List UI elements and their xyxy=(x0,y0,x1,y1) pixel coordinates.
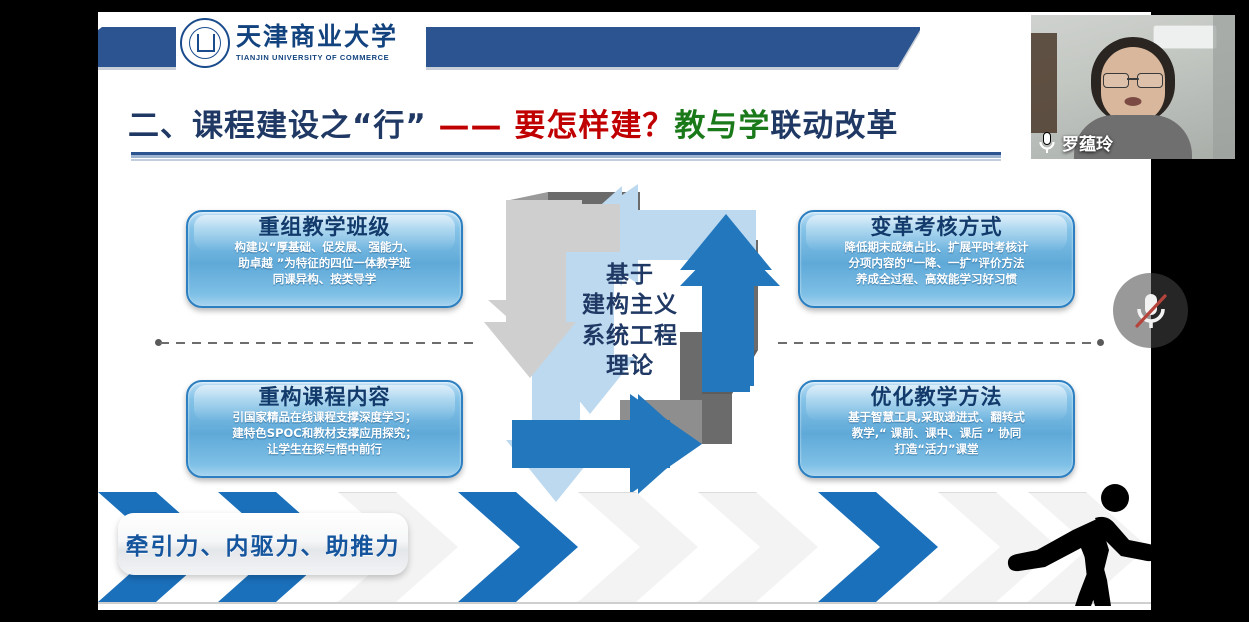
box-title: 重构课程内容 xyxy=(258,385,391,409)
torso xyxy=(1074,115,1192,159)
title-part-2: “行” xyxy=(352,108,427,144)
arrow-lightblue-left-head xyxy=(544,357,636,414)
connector-line-right xyxy=(778,342,1100,344)
university-logo: 天津商业大学 TIANJIN UNIVERSITY OF COMMERCE xyxy=(176,12,426,74)
box-body: 降低期末成绩占比、扩展平时考核计 分项内容的“一降、一扩”评价方法 养成全过程、… xyxy=(844,240,1029,286)
box-restructure-content: 重构课程内容 引国家精品在线课程支撑深度学习； 建特色SPOC和教材支撑应用探究… xyxy=(186,380,463,478)
participant-name: 罗蕴玲 xyxy=(1062,135,1113,155)
box-title: 重组教学班级 xyxy=(258,215,391,239)
running-person-icon xyxy=(1003,484,1151,609)
cycle-center-text: 基于 建构主义 系统工程 理论 xyxy=(470,260,790,381)
center-line-4: 理论 xyxy=(606,353,654,380)
mute-toggle-button[interactable] xyxy=(1113,273,1188,348)
connector-dot-right xyxy=(1097,339,1104,346)
microphone-muted-icon xyxy=(1134,293,1167,328)
box-title: 变革考核方式 xyxy=(870,215,1003,239)
center-line-2: 建构主义 xyxy=(582,292,678,319)
chevron-outline-3 xyxy=(698,492,818,602)
pill-label: 牵引力、内驱力、助推力 xyxy=(125,534,401,560)
box-optimize-methods: 优化教学方法 基于智慧工具,采取递进式、翻转式 教学,“ 课前、课中、课后 ” … xyxy=(798,380,1075,478)
glasses-icon xyxy=(1103,73,1163,88)
university-seal-icon xyxy=(180,18,230,68)
title-part-6: 联动改革 xyxy=(770,108,899,144)
cycle-diagram xyxy=(470,182,790,502)
participant-name-badge: 罗蕴玲 xyxy=(1037,130,1113,155)
video-bg-door xyxy=(1213,15,1235,159)
logo-english-name: TIANJIN UNIVERSITY OF COMMERCE xyxy=(236,52,390,62)
title-part-3: —— xyxy=(426,108,515,144)
bottom-banner: 牵引力、内驱力、助推力 xyxy=(98,492,1151,610)
banner-divider xyxy=(98,602,1151,604)
presentation-slide: 天津商业大学 TIANJIN UNIVERSITY OF COMMERCE 二、… xyxy=(98,12,1151,610)
logo-chinese-name: 天津商业大学 xyxy=(236,22,399,52)
center-line-3: 系统工程 xyxy=(582,322,678,349)
arrow-gray-head xyxy=(484,322,576,378)
box-reorganize-classes: 重组教学班级 构建以“厚基础、促发展、强能力、 助卓越 ”为特征的四位一体教学班… xyxy=(186,210,463,308)
mouth xyxy=(1124,97,1142,106)
arrow-blue-right-head xyxy=(680,214,772,270)
title-underline xyxy=(131,152,1001,158)
box-body: 构建以“厚基础、促发展、强能力、 助卓越 ”为特征的四位一体教学班 同课异构、按… xyxy=(234,240,415,286)
arrow-blue-right-stem xyxy=(702,262,750,392)
arrow-gray-corner xyxy=(506,204,620,252)
connector-dot-left xyxy=(155,339,162,346)
arrow-blue-bottom-head xyxy=(638,394,694,494)
box-body: 引国家精品在线课程支撑深度学习； 建特色SPOC和教材支撑应用探究； 让学生在探… xyxy=(232,410,417,456)
video-bg-air-conditioner xyxy=(1153,25,1217,49)
slide-title: 二、课程建设之“行” —— 要怎样建？教与学联动改革 xyxy=(128,100,1128,145)
chevron-3 xyxy=(458,492,578,602)
connector-line-left xyxy=(160,342,480,344)
chevron-outline-2 xyxy=(578,492,698,602)
face xyxy=(1101,47,1165,123)
box-reform-assessment: 变革考核方式 降低期末成绩占比、扩展平时考核计 分项内容的“一降、一扩”评价方法… xyxy=(798,210,1075,308)
title-part-4: 要怎样建？ xyxy=(514,108,675,144)
driving-forces-pill: 牵引力、内驱力、助推力 xyxy=(118,513,408,575)
chevron-4 xyxy=(818,492,938,602)
box-title: 优化教学方法 xyxy=(870,385,1003,409)
title-part-5: 教与学 xyxy=(674,108,771,144)
microphone-icon xyxy=(1039,131,1055,153)
box-body: 基于智慧工具,采取递进式、翻转式 教学,“ 课前、课中、课后 ” 协同 打造“活… xyxy=(848,410,1025,456)
title-underline-secondary xyxy=(131,159,1001,161)
participant-video-tile[interactable]: 罗蕴玲 xyxy=(1031,15,1235,159)
video-bg-shelf xyxy=(1031,33,1057,133)
center-line-1: 基于 xyxy=(606,262,654,288)
title-part-1: 二、课程建设之 xyxy=(128,108,352,144)
participant-face xyxy=(1073,37,1193,159)
